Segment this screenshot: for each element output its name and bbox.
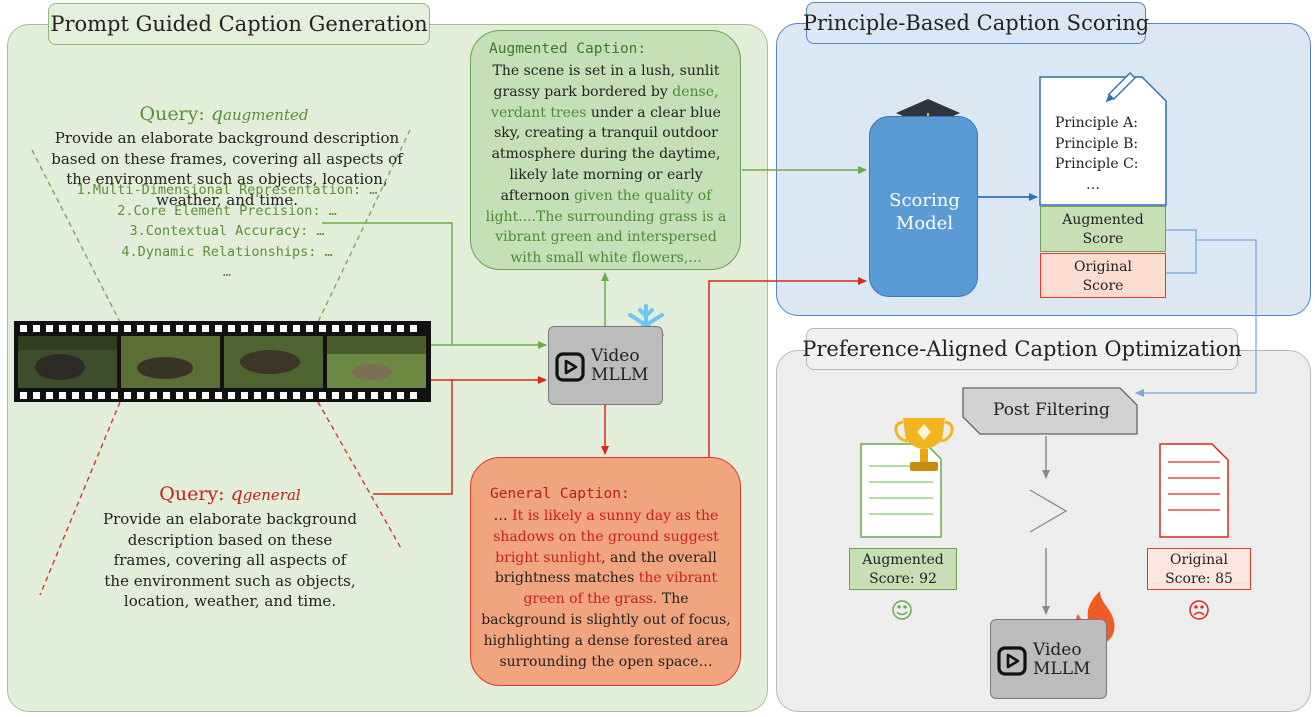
query-augmented-principles: 1.Multi-Dimensional Representation: … 2.… bbox=[62, 180, 392, 283]
video-mllm-final-label: Video MLLM bbox=[1033, 641, 1105, 679]
video-mllm-final-box: Video MLLM bbox=[990, 619, 1107, 699]
query-var: q bbox=[230, 483, 243, 505]
query-general-text: Provide an elaborate background descript… bbox=[103, 510, 357, 610]
result-line: Original bbox=[1170, 552, 1228, 568]
score-line: Original bbox=[1074, 259, 1132, 275]
arrow-scores-to-post-filtering bbox=[1135, 239, 1257, 397]
caption-text: , and the overall brightness matches bbox=[494, 549, 717, 587]
caption-text: The background is slightly out of focus,… bbox=[481, 591, 731, 670]
trophy-icon bbox=[894, 418, 954, 471]
original-score-box: Original Score bbox=[1040, 253, 1166, 298]
principle-more: … bbox=[1086, 176, 1100, 193]
document-icon bbox=[1039, 76, 1167, 206]
caption-text: … bbox=[493, 508, 513, 524]
query-var: q bbox=[210, 103, 223, 125]
play-icon bbox=[555, 352, 585, 382]
augmented-doc-icon bbox=[860, 443, 942, 538]
mllm-line: MLLM bbox=[591, 365, 649, 385]
general-caption-text: … It is likely a sunny day as the shadow… bbox=[481, 506, 731, 672]
query-prefix: Query: bbox=[139, 103, 211, 125]
result-line: Score: 92 bbox=[869, 571, 937, 587]
augmented-score-box: Augmented Score bbox=[1040, 206, 1166, 252]
arrow-query-aug-to-mllm bbox=[322, 222, 547, 349]
original-doc-icon bbox=[1159, 443, 1229, 538]
caption-highlight: given the quality of light bbox=[485, 187, 712, 225]
score-line: Score bbox=[1082, 231, 1124, 247]
query-augmented-text: Provide an elaborate background descript… bbox=[51, 129, 403, 209]
principle-b: Principle B: bbox=[1055, 135, 1139, 152]
caption-highlight: It is likely a sunny day as the shadows … bbox=[493, 508, 719, 566]
augmented-caption-title: Augmented Caption: bbox=[489, 41, 647, 57]
mllm-line: Video bbox=[591, 346, 640, 366]
query-prefix: Query: bbox=[159, 483, 231, 505]
augmented-caption-text: The scene is set in a lush, sunlit grass… bbox=[481, 61, 731, 269]
post-filtering-shape bbox=[962, 387, 1138, 435]
frown-icon bbox=[1189, 600, 1209, 620]
result-line: Score: 85 bbox=[1165, 571, 1233, 587]
augmented-result-box: Augmented Score: 92 bbox=[849, 548, 957, 590]
query-augmented-label: Query: qaugmented bbox=[100, 103, 348, 125]
arrow-gen-caption-to-scoring bbox=[708, 277, 867, 457]
optimization-title: Preference-Aligned Caption Optimization bbox=[802, 328, 1242, 370]
scoring-title: Principle-Based Caption Scoring bbox=[803, 2, 1149, 44]
greater-than-icon bbox=[1029, 489, 1068, 533]
result-line: Augmented bbox=[862, 552, 944, 568]
caption-highlight: dense, verdant trees bbox=[491, 83, 719, 121]
mllm-line: Video bbox=[1033, 640, 1082, 660]
query-sub: general bbox=[242, 486, 301, 504]
caption-text: The scene is set in a lush, sunlit grass… bbox=[492, 63, 720, 100]
pencil-icon bbox=[1105, 72, 1136, 103]
query-general-label: Query: qgeneral bbox=[110, 483, 350, 505]
generation-title: Prompt Guided Caption Generation bbox=[48, 3, 430, 45]
arrow-query-gen-to-mllm bbox=[373, 376, 547, 495]
principle-list: Principle A: Principle B: Principle C: … bbox=[1055, 113, 1139, 195]
caption-highlight: the vibrant green of the grass. bbox=[523, 570, 718, 608]
principle-a: Principle A: bbox=[1055, 115, 1138, 131]
score-line: Augmented bbox=[1062, 212, 1144, 228]
mllm-line: MLLM bbox=[1033, 659, 1091, 679]
principle-c: Principle C: bbox=[1055, 156, 1139, 172]
principle-item: 2.Core Element Precision: … bbox=[117, 202, 337, 219]
augmented-caption-box: Augmented Caption: The scene is set in a… bbox=[470, 30, 741, 270]
caption-text: ....The surrounding grass is a vibrant g… bbox=[495, 208, 727, 267]
query-sub: augmented bbox=[223, 106, 309, 124]
caption-text: under a clear blue sky, creating a tranq… bbox=[491, 104, 721, 204]
original-result-box: Original Score: 85 bbox=[1147, 548, 1251, 590]
principle-item: 4.Dynamic Relationships: … bbox=[121, 243, 333, 260]
scoring-model-label: Scoring Model bbox=[870, 189, 979, 235]
funnel-line-bottom-right bbox=[317, 401, 403, 551]
scoring-model: Scoring Model bbox=[869, 116, 978, 297]
funnel-line-bottom-left bbox=[39, 401, 121, 596]
principle-item: 3.Contextual Accuracy: … bbox=[129, 223, 325, 239]
general-caption-box: General Caption: … It is likely a sunny … bbox=[470, 457, 741, 686]
post-filtering-label: Post Filtering bbox=[993, 400, 1110, 420]
principle-item: 1.Multi-Dimensional Representation: … bbox=[76, 182, 378, 198]
general-caption-title: General Caption: bbox=[490, 486, 630, 502]
principle-item: … bbox=[222, 264, 232, 280]
video-mllm-label: Video MLLM bbox=[591, 347, 661, 385]
scoring-line: Scoring bbox=[889, 190, 960, 211]
play-icon bbox=[997, 646, 1027, 676]
scoring-line: Model bbox=[895, 213, 954, 234]
video-mllm-box: Video MLLM bbox=[548, 326, 663, 405]
film-strip-icon bbox=[14, 321, 431, 402]
score-line: Score bbox=[1082, 278, 1124, 294]
smiley-icon bbox=[892, 600, 912, 620]
